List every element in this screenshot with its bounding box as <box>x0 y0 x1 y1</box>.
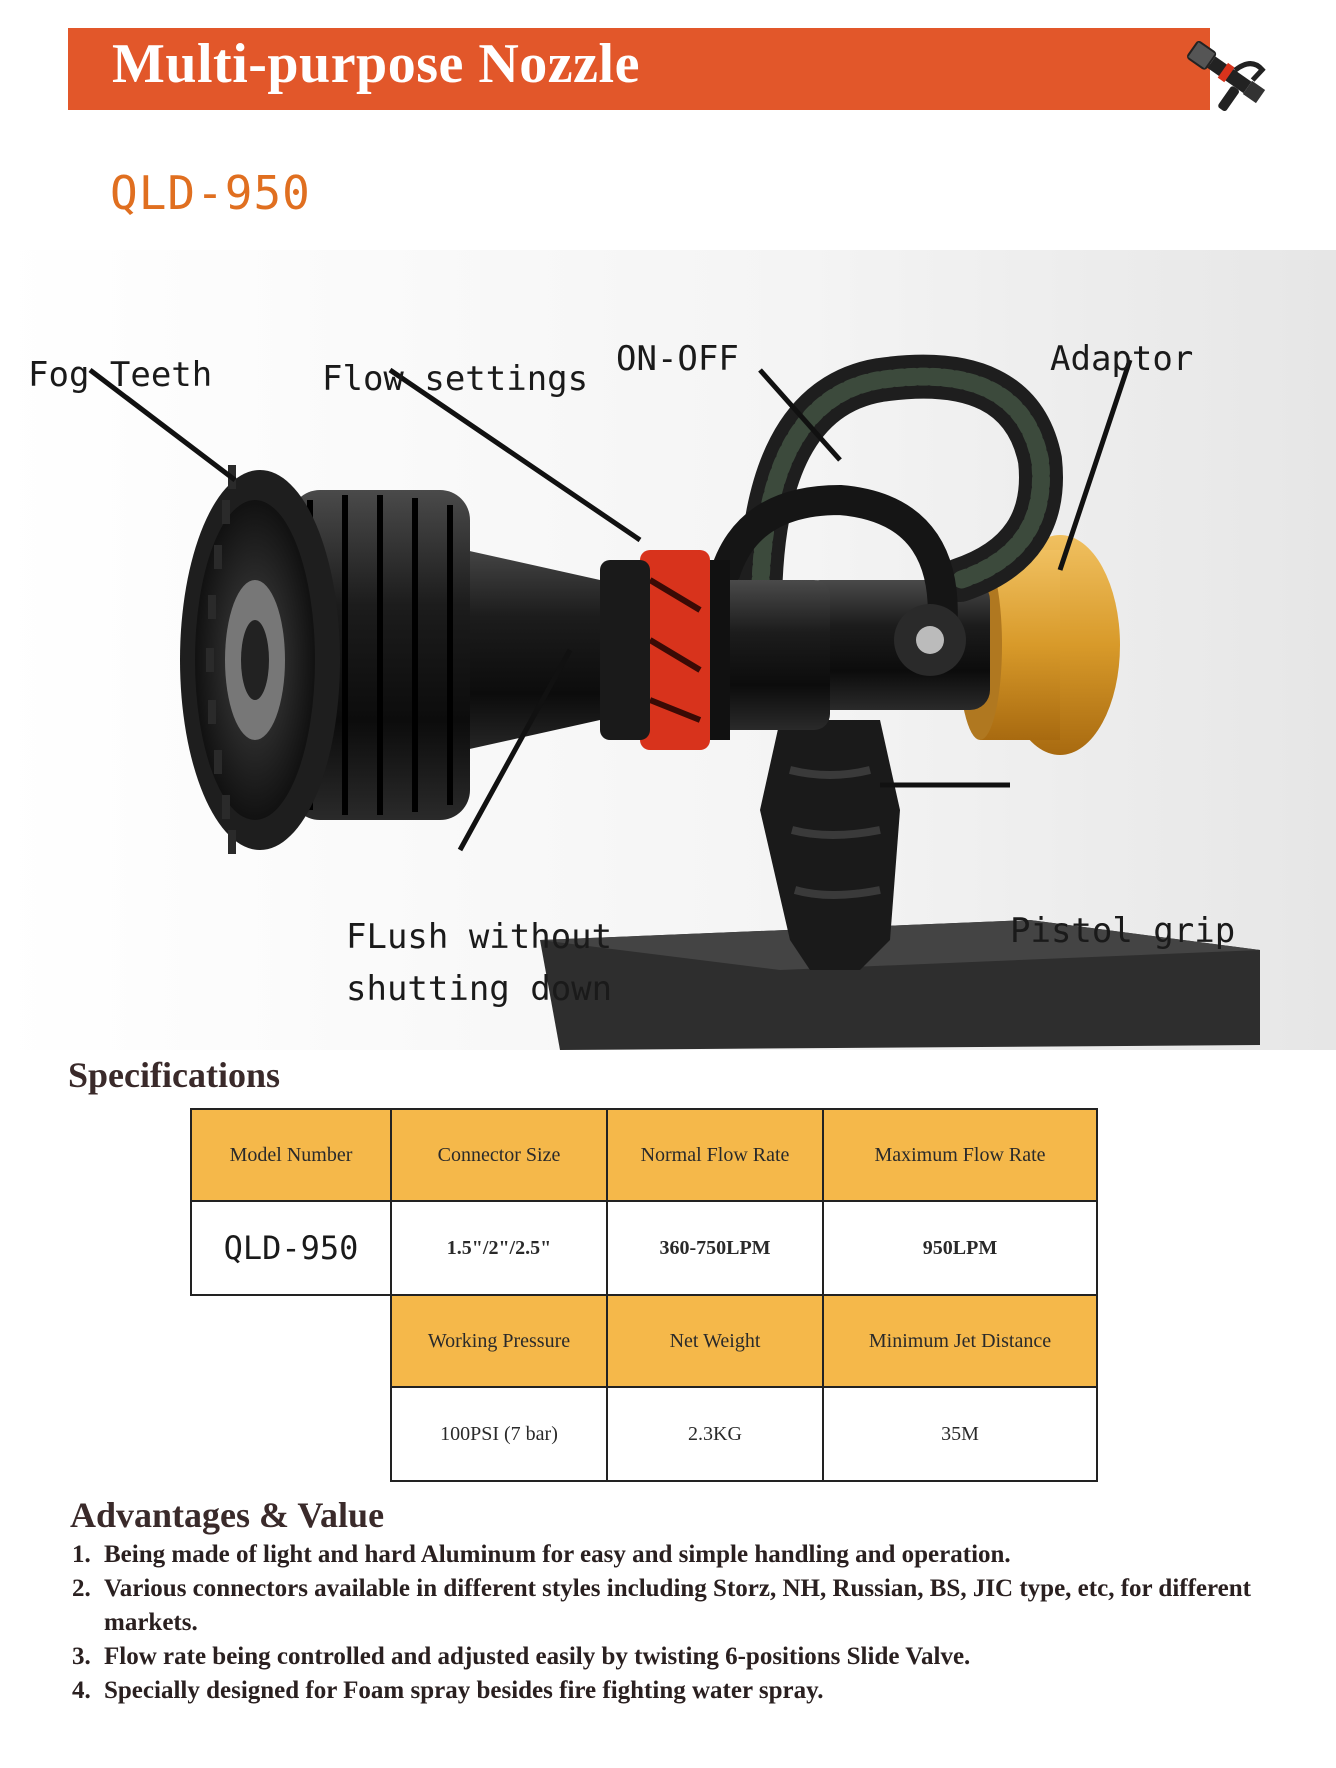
spec-table-row1: Model Number Connector Size Normal Flow … <box>190 1108 1098 1296</box>
label-on-off: ON-OFF <box>616 339 739 379</box>
header-model-number: Model Number <box>190 1108 392 1202</box>
value-normal-flow-rate: 360-750LPM <box>606 1200 824 1296</box>
label-adaptor: Adaptor <box>1050 339 1194 379</box>
value-maximum-flow-rate: 950LPM <box>822 1200 1098 1296</box>
value-connector-size: 1.5"/2"/2.5" <box>390 1200 608 1296</box>
list-item: 1.Being made of light and hard Aluminum … <box>72 1541 1011 1568</box>
list-item: 3.Flow rate being controlled and adjuste… <box>72 1643 971 1670</box>
header-connector-size: Connector Size <box>390 1108 608 1202</box>
nozzle-photo <box>0 250 1336 1050</box>
label-flush-line2: shutting down <box>346 969 613 1009</box>
header-minimum-jet-distance: Minimum Jet Distance <box>822 1294 1098 1388</box>
header-normal-flow-rate: Normal Flow Rate <box>606 1108 824 1202</box>
page-title: Multi-purpose Nozzle <box>112 33 640 95</box>
label-flow-settings: Flow settings <box>322 359 589 399</box>
nozzle-icon <box>1187 40 1266 111</box>
header-net-weight: Net Weight <box>606 1294 824 1388</box>
list-item: 4.Specially designed for Foam spray besi… <box>72 1677 824 1704</box>
label-pistol-grip: Pistol grip <box>1010 911 1236 951</box>
model-code: QLD-950 <box>110 166 311 220</box>
list-item: 2.Various connectors available in differ… <box>72 1575 1251 1636</box>
advantages-title: Advantages & Value <box>70 1495 385 1535</box>
value-model-number: QLD-950 <box>190 1200 392 1296</box>
label-fog-teeth: Fog Teeth <box>28 355 213 395</box>
header-working-pressure: Working Pressure <box>390 1294 608 1388</box>
spec-table-row2: Working Pressure Net Weight Minimum Jet … <box>390 1294 1098 1482</box>
value-net-weight: 2.3KG <box>606 1386 824 1482</box>
specifications-title: Specifications <box>68 1055 280 1095</box>
label-flush-line1: FLush without <box>346 917 613 957</box>
header-maximum-flow-rate: Maximum Flow Rate <box>822 1108 1098 1202</box>
value-minimum-jet-distance: 35M <box>822 1386 1098 1482</box>
title-banner: Multi-purpose Nozzle <box>68 28 1210 110</box>
value-working-pressure: 100PSI (7 bar) <box>390 1386 608 1482</box>
advantages-list: 1.Being made of light and hard Aluminum … <box>72 1538 1292 1708</box>
